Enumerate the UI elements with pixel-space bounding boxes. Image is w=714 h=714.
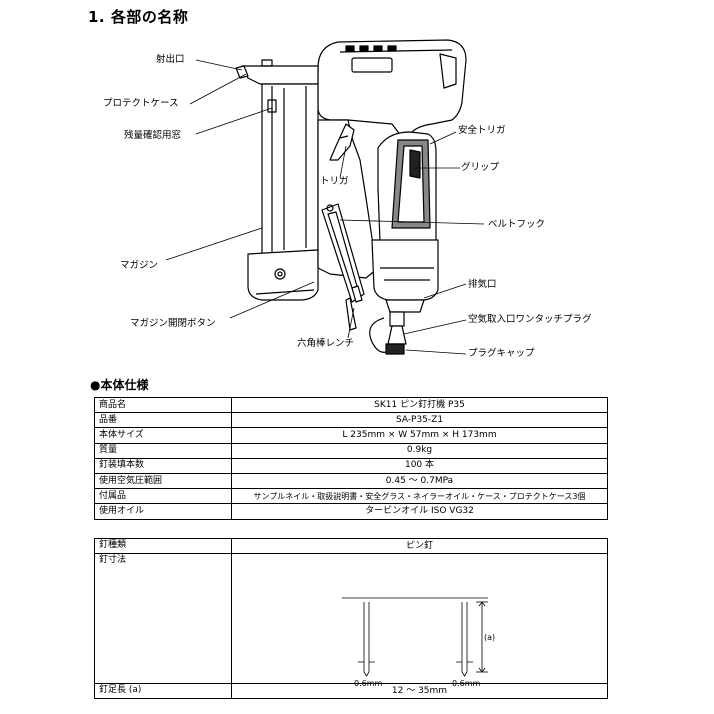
dim-a-label: (a) xyxy=(484,633,496,642)
label-grip: グリップ xyxy=(461,162,500,173)
label-hex-wrench: 六角棒レンチ xyxy=(297,338,355,349)
label-trigger: トリガ xyxy=(320,176,349,187)
label-protect-case: プロテクトケース xyxy=(103,98,179,109)
dia-label-left: 0.6mm xyxy=(354,679,383,688)
nail-length-key: 釘足長 (a) xyxy=(94,683,232,699)
section-title: 1. 各部の名称 xyxy=(88,8,189,26)
label-air-plug: 空気取入口ワンタッチプラグ xyxy=(468,314,592,325)
nail-table: 釘種類 ピン釘 釘寸法 xyxy=(94,538,608,699)
spec-key: 釘装填本数 xyxy=(94,457,232,474)
table-row: 釘足長 (a) 12 ～ 35mm xyxy=(94,683,608,699)
spec-key: 商品名 xyxy=(94,396,232,414)
table-row: 使用オイルタービンオイル ISO VG32 xyxy=(94,503,608,520)
label-nozzle: 射出口 xyxy=(156,54,185,65)
nail-type-key: 釘種類 xyxy=(94,538,232,554)
nail-size-key: 釘寸法 xyxy=(94,553,232,684)
spec-key: 使用オイル xyxy=(94,503,232,520)
spec-value: L 235mm × W 57mm × H 173mm xyxy=(231,427,608,444)
table-row: 釘寸法 xyxy=(94,553,608,688)
label-magazine-button: マガジン開閉ボタン xyxy=(130,318,216,329)
table-row: 付属品サンプルネイル・取扱説明書・安全グラス・ネイラーオイル・ケース・プロテクト… xyxy=(94,488,608,505)
spec-key: 品番 xyxy=(94,412,232,429)
spec-value: SA-P35-Z1 xyxy=(231,412,608,429)
table-row: 釘種類 ピン釘 xyxy=(94,538,608,554)
label-belt-hook: ベルトフック xyxy=(488,219,546,230)
label-magazine: マガジン xyxy=(120,260,159,271)
spec-value: サンプルネイル・取扱説明書・安全グラス・ネイラーオイル・ケース・プロテクトケース… xyxy=(231,488,608,505)
spec-heading: ●本体仕様 xyxy=(90,378,149,392)
spec-value: SK11 ピン釘打機 P35 xyxy=(231,396,608,414)
spec-value: 0.9kg xyxy=(231,442,608,459)
nail-type-value: ピン釘 xyxy=(231,538,608,554)
dia-label-right: 0.6mm xyxy=(452,679,481,688)
spec-key: 本体サイズ xyxy=(94,427,232,444)
nail-dimension-cell: (a) 0.6mm 0.6mm xyxy=(231,553,608,688)
label-window: 残量確認用窓 xyxy=(124,130,182,141)
spec-value: 100 本 xyxy=(231,457,608,474)
nailer-illustration xyxy=(165,39,485,355)
spec-key: 付属品 xyxy=(94,488,232,505)
nail-length-value: 12 ～ 35mm xyxy=(231,683,608,699)
label-exhaust: 排気口 xyxy=(468,279,497,290)
parts-diagram: 射出口 プロテクトケース 残量確認用窓 トリガ マガジン マガジン開閉ボタン 六… xyxy=(0,28,714,368)
label-plug-cap: プラグキャップ xyxy=(468,348,535,359)
spec-value: 0.45 ～ 0.7MPa xyxy=(231,472,608,490)
spec-key: 質量 xyxy=(94,442,232,459)
nail-dimension-drawing xyxy=(342,597,488,677)
label-safety-trigger: 安全トリガ xyxy=(458,125,506,136)
spec-key: 使用空気圧範囲 xyxy=(94,472,232,490)
spec-value: タービンオイル ISO VG32 xyxy=(231,503,608,520)
